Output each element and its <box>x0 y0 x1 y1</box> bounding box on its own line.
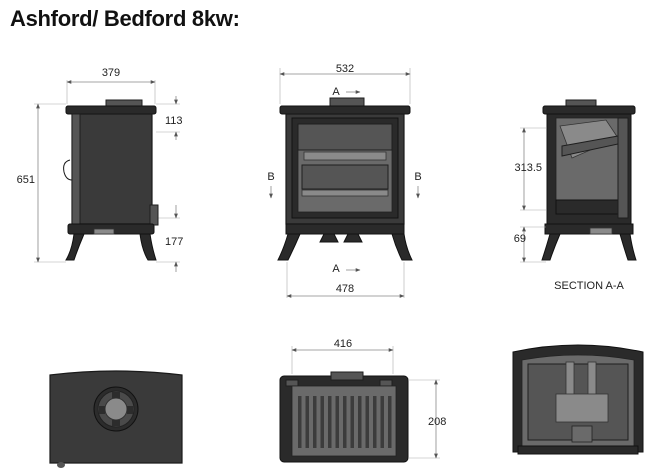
grate-bar <box>313 396 317 448</box>
section-a-top: A <box>332 86 340 98</box>
grate-bar <box>373 396 377 448</box>
top-view <box>49 370 183 468</box>
grate-bar <box>305 396 309 448</box>
grate-bar <box>328 396 332 448</box>
front-base-dim: 478 <box>336 283 354 295</box>
side-bottom-dim: 177 <box>165 236 183 248</box>
top-plate <box>65 105 157 115</box>
front-base <box>285 223 405 235</box>
side-height-dim: 651 <box>17 174 35 186</box>
section-a-bottom: A <box>332 263 340 275</box>
side-width-dim: 379 <box>102 67 120 79</box>
section-height-dim: 313.5 <box>514 162 542 174</box>
door-handle <box>63 159 73 181</box>
front-leg-left <box>277 233 301 261</box>
grate-bar <box>358 396 362 448</box>
section-b-view: 416 208 <box>279 338 446 463</box>
front-leg-right <box>391 233 413 261</box>
grate-bar <box>335 396 339 448</box>
front-width-dim: 532 <box>336 63 354 75</box>
section-b-right: B <box>414 171 421 183</box>
grate-bar <box>388 396 392 448</box>
flue-collar <box>105 99 143 107</box>
page-title: Ashford/ Bedford 8kw: <box>10 6 240 31</box>
grate-bar <box>298 396 302 448</box>
side-top-dim: 113 <box>165 115 183 127</box>
front-view: 532 A B B A 478 <box>267 63 422 298</box>
front-top-plate <box>279 105 411 115</box>
side-view: 379 651 113 177 <box>17 67 183 272</box>
grate-bar <box>350 396 354 448</box>
leg-front <box>65 233 85 261</box>
underside-view <box>512 344 644 455</box>
leg-rear <box>139 233 157 261</box>
grate-bar <box>343 396 347 448</box>
section-bottom-dim: 69 <box>514 233 526 245</box>
grate-bar <box>320 396 324 448</box>
grate-bar <box>380 396 384 448</box>
flue-collar-front <box>329 97 365 107</box>
side-body <box>71 113 153 225</box>
section-b-left: B <box>267 171 274 183</box>
section-caption: SECTION A-A <box>554 280 624 292</box>
section-view: 313.5 69 SECTION A-A <box>514 99 637 292</box>
air-box <box>555 393 609 423</box>
flue-outlet <box>104 397 128 421</box>
top-depth-dim: 208 <box>428 416 446 428</box>
grate-bar <box>365 396 369 448</box>
top-width-dim: 416 <box>334 338 352 350</box>
